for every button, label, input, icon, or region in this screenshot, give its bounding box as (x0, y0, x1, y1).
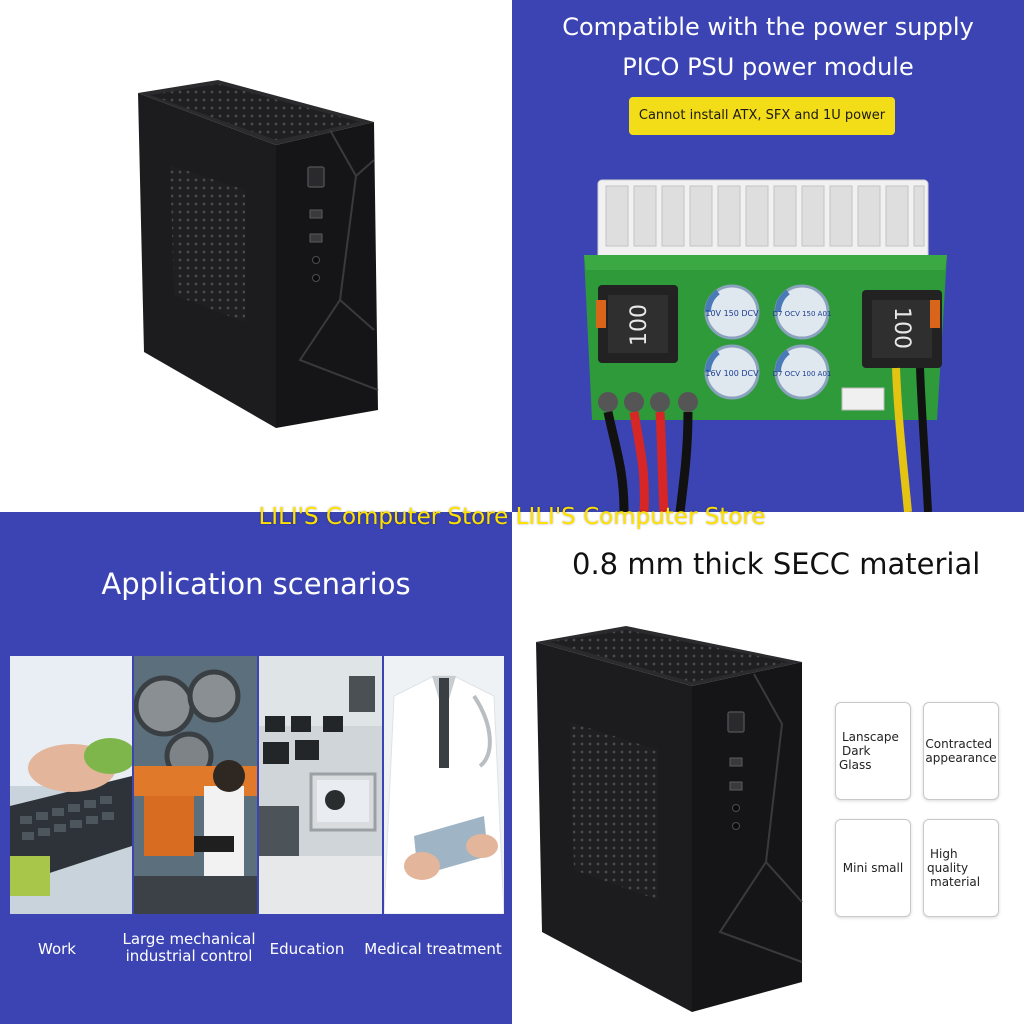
feature-card-mini-small: Mini small (835, 819, 911, 917)
inductor-mark-right: 100 (889, 307, 914, 349)
warning-badge: Cannot install ATX, SFX and 1U power (629, 97, 895, 135)
feature-line: High quality (927, 847, 969, 875)
scene-photo-medical (384, 656, 504, 914)
scene-label-line: Education (269, 940, 345, 958)
scene-label-line: Medical treatment (364, 940, 502, 958)
feature-line: Contracted (925, 737, 993, 751)
feature-text: Mini small (837, 861, 909, 875)
scene-label-work: Work (10, 941, 104, 958)
psu-compat-panel: Compatible with the power supply PICO PS… (512, 0, 1024, 512)
scene-photo-education (259, 656, 382, 914)
scene-label-industrial: Large mechanical industrial control (118, 931, 260, 965)
cap-label-1: 10V 150 DCV (705, 309, 759, 318)
material-title: 0.8 mm thick SECC material (572, 547, 981, 581)
feature-line: appearance (925, 751, 997, 765)
psu-title-line2: PICO PSU power module (622, 53, 914, 81)
inductor-mark-left: 100 (627, 304, 652, 346)
feature-line: material (930, 875, 981, 889)
scene-photo-work (10, 656, 132, 914)
cap-label-3: 16V 100 DCV (705, 369, 759, 378)
mini-itx-case-image (138, 80, 379, 428)
scene-label-line: industrial control (125, 947, 253, 965)
scene-label-medical: Medical treatment (360, 941, 506, 958)
scene-photo-industrial (134, 656, 257, 914)
scene-label-education: Education (262, 941, 352, 958)
store-watermark: LILI'S Computer Store LILI'S Computer St… (258, 504, 766, 530)
cap-label-2: D7 OCV 150 A01 (773, 310, 832, 318)
feature-line: Lanscape (842, 730, 899, 744)
cap-label-4: D7 OCV 100 A01 (773, 370, 832, 378)
capacitor-group: 10V 150 DCV D7 OCV 150 A01 16V 100 DCV D… (704, 284, 832, 400)
psu-title-line1: Compatible with the power supply (562, 13, 974, 41)
feature-line: Dark Glass (839, 744, 872, 772)
case-image-secondary (536, 626, 803, 1012)
scene-label-line: Large mechanical (122, 930, 256, 948)
applications-title: Application scenarios (101, 567, 411, 601)
feature-line: Mini small (842, 861, 904, 875)
scene-label-line: Work (38, 940, 76, 958)
case-photo-panel (0, 0, 512, 512)
pico-psu-module-image: 100 100 10V 150 DCV D7 OCV 150 A01 16V 1… (584, 179, 947, 512)
